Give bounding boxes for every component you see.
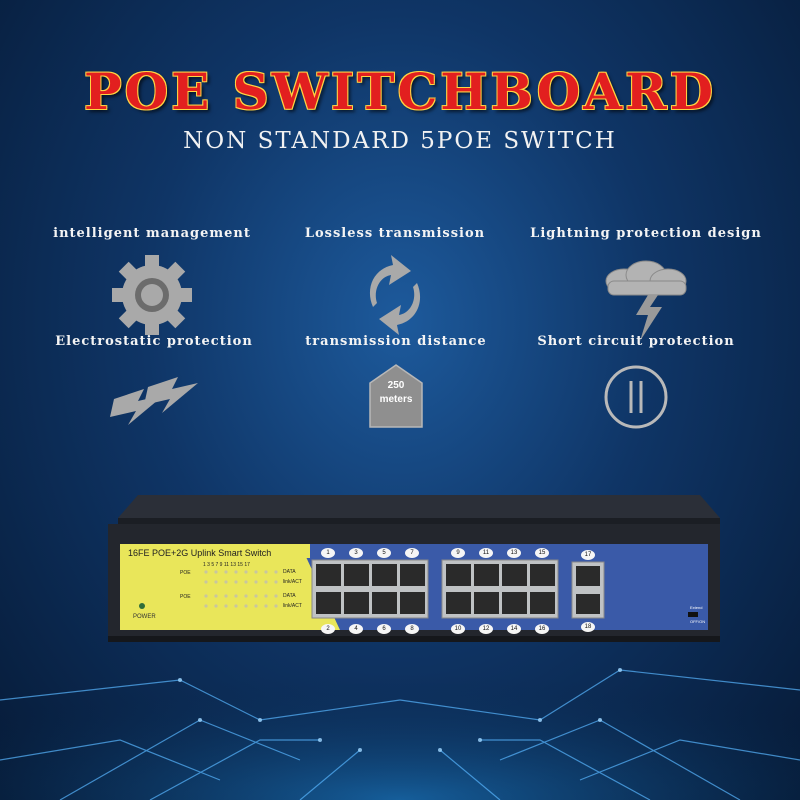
port-number: 3: [349, 548, 363, 558]
feature-short-circuit-protection: Short circuit protection: [506, 334, 766, 437]
lightning-bolt-icon: [110, 377, 198, 425]
led-row-label: link/ACT: [283, 603, 302, 609]
port-number: 5: [377, 548, 391, 558]
feature-label: Electrostatic protection: [55, 334, 253, 349]
port-number: 9: [451, 548, 465, 558]
feature-label: intelligent management: [53, 226, 251, 241]
led-prefix-bottom: POE: [180, 594, 191, 600]
port-number: 12: [479, 624, 493, 634]
extend-label: Extend: [690, 605, 703, 610]
led-row-label: link/ACT: [283, 579, 302, 585]
feature-intelligent-management: intelligent management: [22, 226, 282, 343]
port-number: 15: [535, 548, 549, 558]
port-number: 7: [405, 548, 419, 558]
storm-cloud-icon: [605, 260, 687, 341]
page-subtitle: NON STANDARD 5POE SWITCH: [183, 128, 617, 154]
power-label: POWER: [133, 614, 156, 620]
port-number: 4: [349, 624, 363, 634]
device-model-label: 16FE POE+2G Uplink Smart Switch: [128, 548, 272, 558]
feature-transmission-distance: transmission distance 250 meters: [266, 334, 526, 431]
feature-electrostatic-protection: Electrostatic protection: [24, 334, 284, 429]
feature-lossless-transmission: Lossless transmission: [265, 226, 525, 343]
port-number: 13: [507, 548, 521, 558]
led-prefix-top: POE: [180, 570, 191, 576]
port-number: 1: [321, 548, 335, 558]
feature-label: Lossless transmission: [304, 226, 486, 241]
led-row-label: DATA: [283, 569, 296, 575]
port-number: 6: [377, 624, 391, 634]
port-number: 10: [451, 624, 465, 634]
distance-badge-value: 250: [387, 380, 405, 391]
port-number: 11: [479, 548, 493, 558]
distance-arrow-icon: [369, 364, 423, 428]
port-number: 16: [535, 624, 549, 634]
feature-label: transmission distance: [305, 334, 487, 349]
port-number: 18: [581, 622, 595, 632]
circuit-breaker-icon: [604, 365, 668, 429]
feature-lightning-protection: Lightning protection design: [516, 226, 776, 345]
refresh-arrows-icon: [369, 255, 421, 335]
port-number: 14: [507, 624, 521, 634]
off-on-label: OFF/ON: [690, 619, 706, 624]
gear-icon: [112, 255, 192, 335]
led-number-row: 1 3 5 7 9 11 13 15 17: [203, 562, 250, 568]
feature-label: Lightning protection design: [530, 226, 762, 241]
distance-badge-unit: meters: [379, 394, 413, 405]
page-title: POE SWITCHBOARD: [83, 62, 716, 121]
port-number: 2: [321, 624, 335, 634]
led-row-label: DATA: [283, 593, 296, 599]
port-number: 17: [581, 550, 595, 560]
feature-label: Short circuit protection: [537, 334, 735, 349]
port-number: 8: [405, 624, 419, 634]
